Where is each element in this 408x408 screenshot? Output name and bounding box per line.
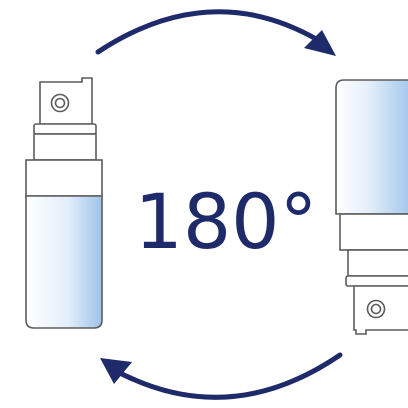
curved-arrow-clockwise-icon [98, 12, 336, 56]
cap [26, 160, 102, 196]
spray-bottle-upright-icon [26, 78, 102, 328]
bottom-arrow-stroke [118, 355, 340, 397]
inverted-collar [346, 276, 408, 286]
collar [34, 124, 96, 134]
bottom-arrowhead [100, 358, 132, 384]
inverted-cap [340, 214, 408, 250]
inverted-neck [348, 250, 408, 276]
inverted-bottle-body [336, 80, 408, 214]
spray-bottle-inverted-icon [336, 80, 408, 334]
neck [34, 134, 96, 160]
top-arrow-stroke [98, 12, 318, 52]
rotation-angle-label: 180° [134, 177, 317, 266]
inverted-nozzle-inner-ring [372, 305, 381, 314]
bottle-body [26, 196, 102, 328]
nozzle-inner-ring [56, 99, 65, 108]
curved-arrow-counterclockwise-icon [100, 355, 340, 397]
